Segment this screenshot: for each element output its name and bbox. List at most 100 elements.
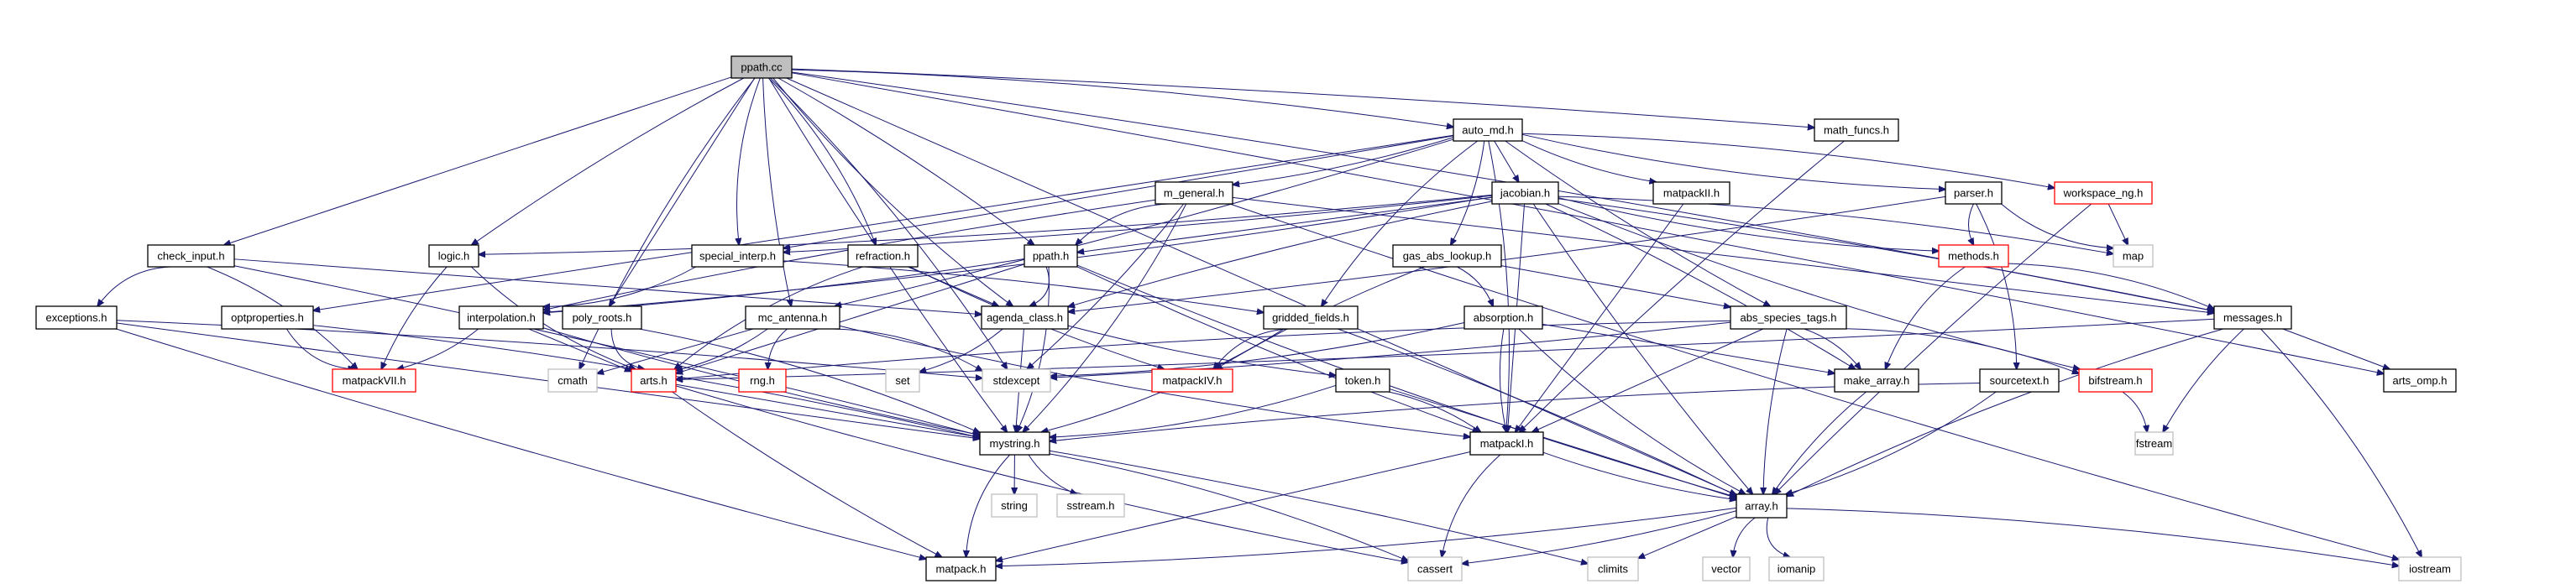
edge-methods-to-make_array bbox=[1886, 266, 1966, 369]
node-optproperties[interactable]: optproperties.h bbox=[221, 305, 314, 330]
node-label: mc_antenna.h bbox=[758, 311, 827, 324]
node-matpackIV[interactable]: matpackIV.h bbox=[1151, 368, 1233, 393]
node-rng[interactable]: rng.h bbox=[738, 368, 787, 393]
node-agenda-class[interactable]: agenda_class.h bbox=[981, 305, 1069, 330]
node-label: set bbox=[895, 374, 910, 387]
node-box bbox=[2054, 181, 2153, 205]
node-box bbox=[979, 431, 1050, 456]
node-label: check_input.h bbox=[157, 250, 224, 263]
node-matpackVII[interactable]: matpackVII.h bbox=[332, 368, 416, 393]
node-absorption[interactable]: absorption.h bbox=[1463, 305, 1543, 330]
node-logic[interactable]: logic.h bbox=[428, 244, 479, 268]
node-label: math_funcs.h bbox=[1824, 124, 1889, 137]
node-box bbox=[925, 556, 997, 581]
node-ppath-cc[interactable]: ppath.cc bbox=[730, 55, 793, 79]
node-exceptions[interactable]: exceptions.h bbox=[35, 305, 118, 330]
node-arts[interactable]: arts.h bbox=[631, 368, 677, 393]
edge-mc_antenna-to-cmath bbox=[597, 328, 753, 373]
node-label: string bbox=[1001, 499, 1028, 512]
edge-parser-to-agenda_class bbox=[1068, 196, 1946, 311]
node-fstream: fstream bbox=[2134, 431, 2174, 456]
node-math-funcs[interactable]: math_funcs.h bbox=[1814, 118, 1899, 142]
node-stdexcept: stdexcept bbox=[982, 368, 1051, 393]
node-box bbox=[2134, 431, 2174, 456]
edge-jacobian-to-logic bbox=[479, 194, 1493, 254]
edge-auto_md-to-abs_species_tags bbox=[1505, 140, 1771, 306]
edge-messages-to-fstream bbox=[2163, 328, 2244, 432]
edge-sourcetext-to-array bbox=[1786, 391, 1997, 494]
node-label: arts_omp.h bbox=[2392, 374, 2447, 387]
node-token[interactable]: token.h bbox=[1335, 368, 1390, 393]
edge-messages-to-arts_omp bbox=[2282, 328, 2390, 369]
edge-ppath_cc-to-mc_antenna bbox=[762, 77, 792, 306]
node-poly-roots[interactable]: poly_roots.h bbox=[562, 305, 642, 330]
node-label: climits bbox=[1598, 563, 1629, 576]
node-bifstream[interactable]: bifstream.h bbox=[2078, 368, 2153, 393]
node-label: arts.h bbox=[640, 374, 668, 387]
node-check-input[interactable]: check_input.h bbox=[147, 244, 235, 268]
node-methods[interactable]: methods.h bbox=[1938, 244, 2009, 268]
node-string: string bbox=[991, 493, 1038, 518]
node-matpackI[interactable]: matpackI.h bbox=[1469, 431, 1544, 456]
node-mc-antenna[interactable]: mc_antenna.h bbox=[745, 305, 840, 330]
edge-auto_md-to-workspace_ng bbox=[1521, 133, 2055, 188]
edge-matpackII-to-matpackI bbox=[1515, 203, 1684, 432]
node-interpolation[interactable]: interpolation.h bbox=[458, 305, 544, 330]
edge-absorption-to-stdexcept bbox=[1050, 322, 1465, 377]
edge-jacobian-to-agenda_class bbox=[1068, 201, 1493, 307]
node-matpack[interactable]: matpack.h bbox=[925, 556, 997, 581]
edge-gas_abs_lookup-to-abs_species_tags bbox=[1500, 265, 1730, 307]
node-sourcetext[interactable]: sourcetext.h bbox=[1979, 368, 2060, 393]
node-parser[interactable]: parser.h bbox=[1945, 181, 2003, 205]
edge-math_funcs-to-matpackI bbox=[1520, 140, 1845, 432]
node-array[interactable]: array.h bbox=[1736, 493, 1788, 519]
edge-abs_species_tags-to-arts bbox=[676, 320, 1731, 379]
edge-mystring-to-climits bbox=[1049, 450, 1588, 563]
edge-gridded_fields-to-array bbox=[1338, 328, 1736, 495]
edge-m_general-to-mystring bbox=[1023, 203, 1187, 432]
node-label: cmath bbox=[558, 374, 587, 387]
edge-ppath_cc-to-auto_md bbox=[791, 69, 1453, 127]
node-workspace-ng[interactable]: workspace_ng.h bbox=[2054, 181, 2153, 205]
edge-auto_md-to-jacobian bbox=[1494, 140, 1519, 182]
edge-gas_abs_lookup-to-absorption bbox=[1457, 266, 1493, 306]
edge-ppath_cc-to-special_interp bbox=[737, 77, 761, 245]
node-make-array[interactable]: make_array.h bbox=[1834, 368, 1919, 393]
node-messages[interactable]: messages.h bbox=[2213, 305, 2292, 330]
edge-array-to-climits bbox=[1638, 516, 1737, 559]
node-box bbox=[1938, 244, 2009, 268]
node-refraction[interactable]: refraction.h bbox=[847, 244, 919, 268]
edge-ppath_h-to-mystring bbox=[1017, 266, 1050, 432]
node-special-interp[interactable]: special_interp.h bbox=[691, 244, 784, 268]
node-abs-species-tags[interactable]: abs_species_tags.h bbox=[1730, 305, 1847, 330]
node-ppath-h[interactable]: ppath.h bbox=[1024, 244, 1078, 268]
edge-mystring-to-matpack bbox=[966, 454, 1011, 557]
node-jacobian[interactable]: jacobian.h bbox=[1491, 181, 1559, 205]
node-label: cassert bbox=[1417, 563, 1453, 576]
node-box bbox=[1730, 305, 1847, 330]
node-label: fstream bbox=[2136, 437, 2172, 450]
edge-workspace_ng-to-array bbox=[1774, 203, 2092, 494]
node-label: map bbox=[2123, 250, 2144, 263]
node-box bbox=[982, 368, 1051, 393]
node-box bbox=[2113, 244, 2154, 268]
node-label: iostream bbox=[2409, 563, 2451, 576]
node-gas-abs-lookup[interactable]: gas_abs_lookup.h bbox=[1392, 244, 1502, 268]
node-arts-omp[interactable]: arts_omp.h bbox=[2383, 368, 2457, 393]
node-label: token.h bbox=[1345, 374, 1381, 387]
node-box bbox=[1736, 493, 1788, 519]
node-box bbox=[1463, 305, 1543, 330]
edge-auto_md-to-gas_abs_lookup bbox=[1451, 140, 1485, 245]
node-gridded-fields[interactable]: gridded_fields.h bbox=[1263, 305, 1359, 330]
node-label: make_array.h bbox=[1844, 374, 1910, 387]
node-label: workspace_ng.h bbox=[2063, 187, 2144, 200]
edge-check_input-to-exceptions bbox=[97, 266, 171, 306]
node-box bbox=[1814, 118, 1899, 142]
edge-matpackI-to-array bbox=[1542, 451, 1736, 499]
node-auto-md[interactable]: auto_md.h bbox=[1453, 118, 1523, 142]
node-m-general[interactable]: m_general.h bbox=[1154, 181, 1233, 205]
node-matpackII[interactable]: matpackII.h bbox=[1652, 181, 1730, 205]
node-mystring[interactable]: mystring.h bbox=[979, 431, 1050, 456]
edge-ppath_cc-to-stdexcept bbox=[770, 77, 1008, 369]
node-box bbox=[1263, 305, 1359, 330]
